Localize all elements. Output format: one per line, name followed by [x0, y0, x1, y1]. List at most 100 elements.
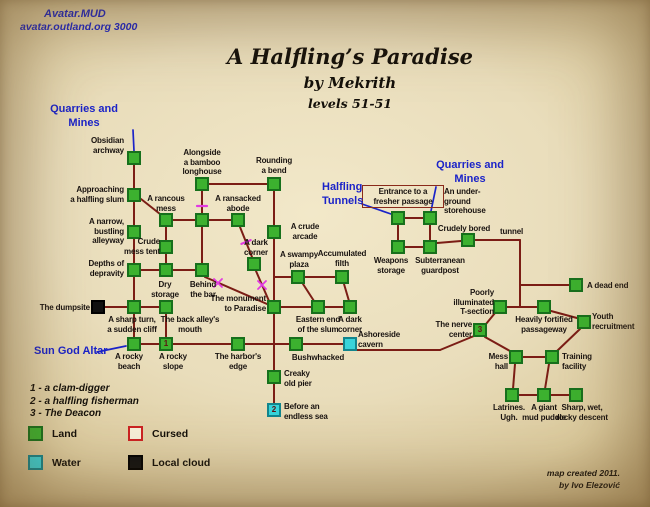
room-obsidian-archway	[127, 151, 141, 165]
room-t-section	[493, 300, 507, 314]
legend-label-land: Land	[52, 427, 78, 440]
legend-label-cloud: Local cloud	[152, 456, 211, 469]
legend-item-cloud: Local cloud	[128, 455, 210, 470]
connection-line	[512, 363, 516, 390]
door-marker	[240, 239, 252, 245]
room-dumpsite	[91, 300, 105, 314]
label-rocky-descent: Sharp, wet, rocky descent	[556, 403, 608, 422]
room-ashoreside-cavern	[343, 337, 357, 351]
connection-line	[484, 336, 511, 352]
room-behind-the-bar	[195, 263, 209, 277]
room-monument-to-paradise	[267, 300, 281, 314]
room-dark-corner-2	[343, 300, 357, 314]
map-author: by Mekrith	[303, 74, 397, 92]
label-swampy-plaza: A swampy plaza	[279, 250, 319, 269]
legend-swatch-cursed	[128, 426, 143, 441]
label-mess-hall: Mess hall	[488, 352, 509, 371]
map-title: A Halfling’s Paradise	[226, 44, 474, 69]
connection-line	[544, 363, 550, 390]
label-dumpsite: The dumpsite	[39, 303, 90, 312]
label-bustling-alleyway: A narrow, bustling alleyway	[89, 217, 124, 245]
connection-line	[343, 283, 350, 302]
label-weapons-storage: Weapons storage	[373, 256, 409, 275]
room-dark-corner-1	[247, 257, 261, 271]
credit-line2: by Ivo Elezović	[559, 479, 620, 490]
room-weapons-storage	[391, 240, 405, 254]
blocked-exit-marker	[257, 280, 267, 290]
label-depths-of-depravity: Depths of depravity	[88, 259, 124, 278]
label-monument-to-paradise: The monument to Paradise	[210, 294, 266, 313]
legend-label-cursed: Cursed	[152, 427, 189, 440]
label-obsidian-archway: Obsidian archway	[90, 136, 124, 155]
room-training-facility	[545, 350, 559, 364]
label-nerve-center: The nerve center	[435, 320, 473, 339]
label-eastern-end-slum: Eastern end of the slum	[295, 315, 341, 334]
connection-line	[436, 240, 462, 244]
label-underground-storehouse: An under- ground storehouse	[444, 187, 486, 215]
room-harbors-edge	[231, 337, 245, 351]
label-ashoreside-cavern: Ashoreside cavern	[358, 330, 401, 349]
label-crude-arcade: A crude arcade	[290, 222, 320, 241]
legend-label-water: Water	[52, 456, 81, 469]
blocked-exit-marker	[213, 278, 223, 288]
legend-item-cursed: Cursed	[128, 426, 210, 441]
mud-name: Avatar.MUD	[44, 8, 106, 20]
room-youth-recruitment	[577, 315, 591, 329]
zone-exit-line	[361, 203, 392, 215]
title-block: A Halfling’s Paradise by Mekrith levels …	[70, 44, 630, 111]
label-training-facility: Training facility	[562, 352, 592, 371]
credit-line1: map created 2011.	[546, 468, 620, 478]
legend-swatch-land	[28, 426, 43, 441]
room-rocky-slope: 1	[159, 337, 173, 351]
room-eastern-end-slum	[311, 300, 325, 314]
label-back-alleys-mouth: The back alley's mouth	[160, 315, 220, 334]
room-rancous-mess	[159, 213, 173, 227]
room-nerve-center: 3	[473, 323, 487, 337]
connection-line	[550, 310, 578, 319]
room-approaching-slum	[127, 188, 141, 202]
zone-label-sun-god-altar: Sun God Altar	[34, 345, 108, 357]
room-mess-hall	[509, 350, 523, 364]
label-bamboo-longhouse: Alongside a bamboo longhouse	[182, 148, 222, 176]
room-fortified-passageway	[537, 300, 551, 314]
mud-address: avatar.outland.org 3000	[20, 21, 138, 33]
room-ransacked-abode	[231, 213, 245, 227]
label-behind-the-bar: Behind the bar	[189, 280, 217, 299]
label-approaching-slum: Approaching a halfling slum	[70, 185, 124, 204]
room-number-2: 2	[271, 405, 277, 414]
room-depths-of-depravity	[127, 263, 141, 277]
room-subterranean-guardpost	[423, 240, 437, 254]
label-rancous-mess: A rancous mess	[147, 194, 185, 213]
legend-item-land: Land	[28, 426, 128, 441]
map-levels: levels 51-51	[307, 96, 393, 111]
room-back-alleys-mouth	[159, 300, 173, 314]
room-bamboo-longhouse	[195, 177, 209, 191]
label-bushwhacked: Bushwhacked	[291, 353, 345, 362]
label-youth-recruitment: Youth recruitment	[592, 312, 635, 331]
connection-line	[556, 328, 581, 352]
room-rounding-bend	[267, 177, 281, 191]
note-3: 3 - The Deacon	[30, 408, 102, 419]
room-number-1: 1	[163, 339, 169, 348]
legend-swatch-cloud	[128, 455, 143, 470]
label-dark-corner-2: A dark corner	[338, 315, 362, 334]
note-1: 1 - a clam-digger	[30, 383, 110, 394]
connection-line	[140, 198, 161, 215]
label-rocky-beach: A rocky beach	[114, 352, 143, 371]
label-harbors-edge: The harbor's edge	[214, 352, 262, 371]
room-creaky-old-pier	[267, 370, 281, 384]
label-tunnel: tunnel	[500, 227, 524, 236]
room-entrance-fresher-passage	[391, 211, 405, 225]
label-crude-mess-tent: Crude mess tent	[124, 237, 160, 256]
room-underground-storehouse	[423, 211, 437, 225]
room-bustling-alleyway	[127, 225, 141, 239]
label-creaky-old-pier: Creaky old pier	[284, 369, 312, 388]
label-dry-storage: Dry storage	[151, 280, 179, 299]
label-sharp-turn-cliff: A sharp turn, a sudden cliff	[107, 315, 157, 334]
connection-line	[302, 283, 315, 302]
label-ransacked-abode: A ransacked abode	[215, 194, 261, 213]
label-subterranean-guardpost: Subterranean guardpost	[415, 256, 465, 275]
